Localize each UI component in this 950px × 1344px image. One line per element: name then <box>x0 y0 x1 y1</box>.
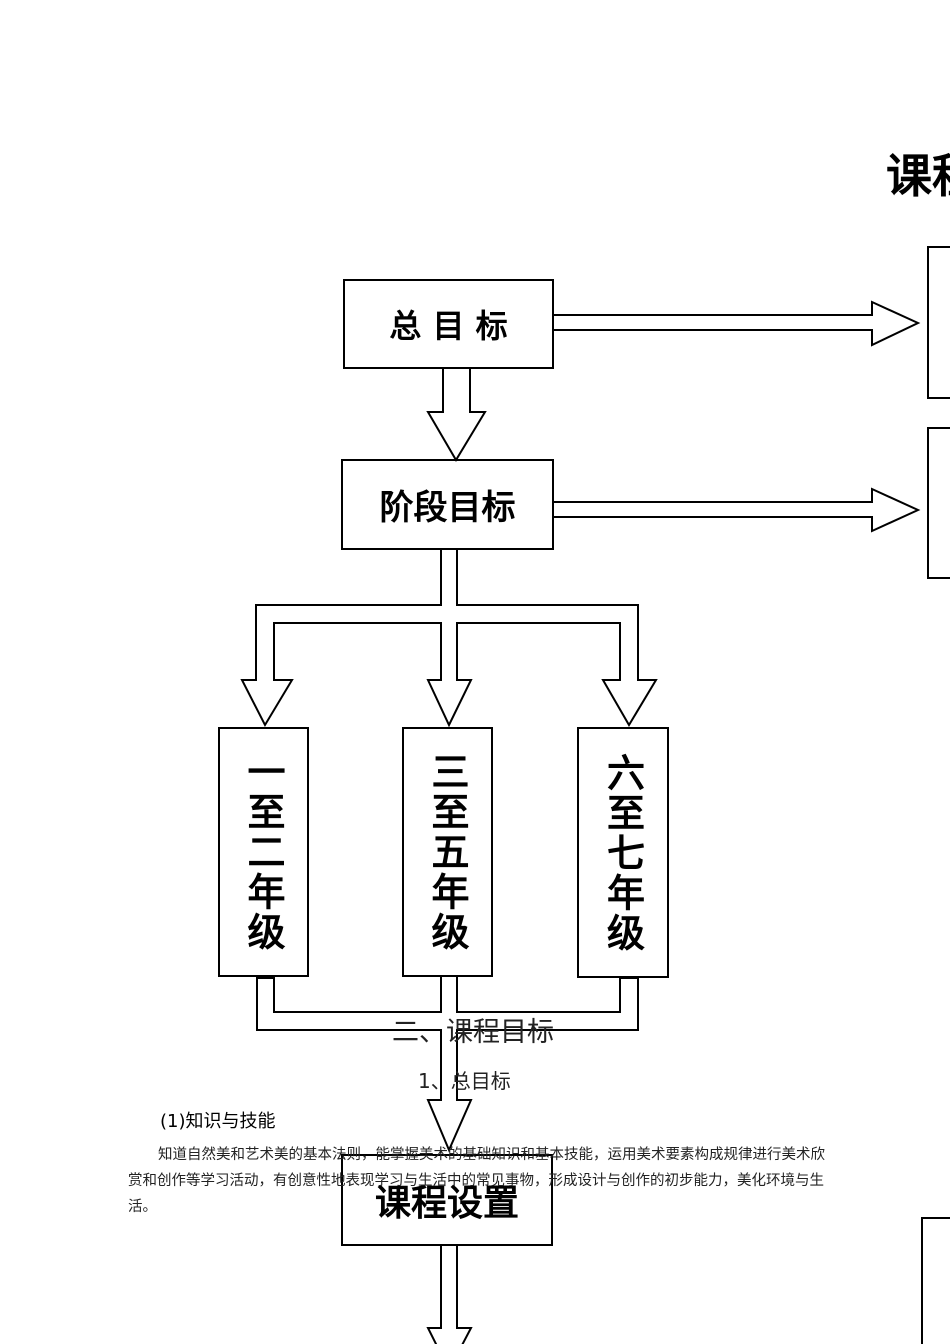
grade-6-7-label: 六至七年级 <box>600 752 645 953</box>
stage-goal-label: 阶段目标 <box>379 488 516 528</box>
item-heading: (1)知识与技能 <box>160 1111 276 1132</box>
diagram-title: 课程 <box>886 149 950 203</box>
grade-1-2-label: 一至二年级 <box>241 752 285 952</box>
grade-6-7-box <box>577 727 669 978</box>
arrow-down-2 <box>426 1244 473 1344</box>
arrow-branch <box>240 548 658 728</box>
grade-3-5-label: 三至五年级 <box>425 752 469 952</box>
arrow-merge <box>256 975 639 1153</box>
overall-goal-label: 总 目 标 <box>389 307 508 345</box>
right-box-1 <box>927 246 950 399</box>
section-heading: 二、课程目标 <box>392 1017 554 1048</box>
subsection-heading: 1、总目标 <box>418 1069 511 1093</box>
right-box-2 <box>927 427 950 579</box>
arrow-right-2 <box>552 487 921 533</box>
overall-goal-box <box>343 279 554 369</box>
curriculum-label: 课程设置 <box>374 1183 519 1224</box>
body-paragraph: 知道自然美和艺术美的基本法则，能掌握美术的基础知识和基本技能，运用美术要素构成规… <box>128 1147 825 1215</box>
grade-3-5-box <box>402 727 493 977</box>
right-box-3 <box>921 1217 950 1344</box>
arrow-right-1 <box>552 300 921 347</box>
curriculum-box <box>341 1154 553 1246</box>
grade-1-2-box <box>218 727 309 977</box>
stage-goal-box <box>341 459 554 550</box>
arrow-down-1 <box>426 367 487 462</box>
